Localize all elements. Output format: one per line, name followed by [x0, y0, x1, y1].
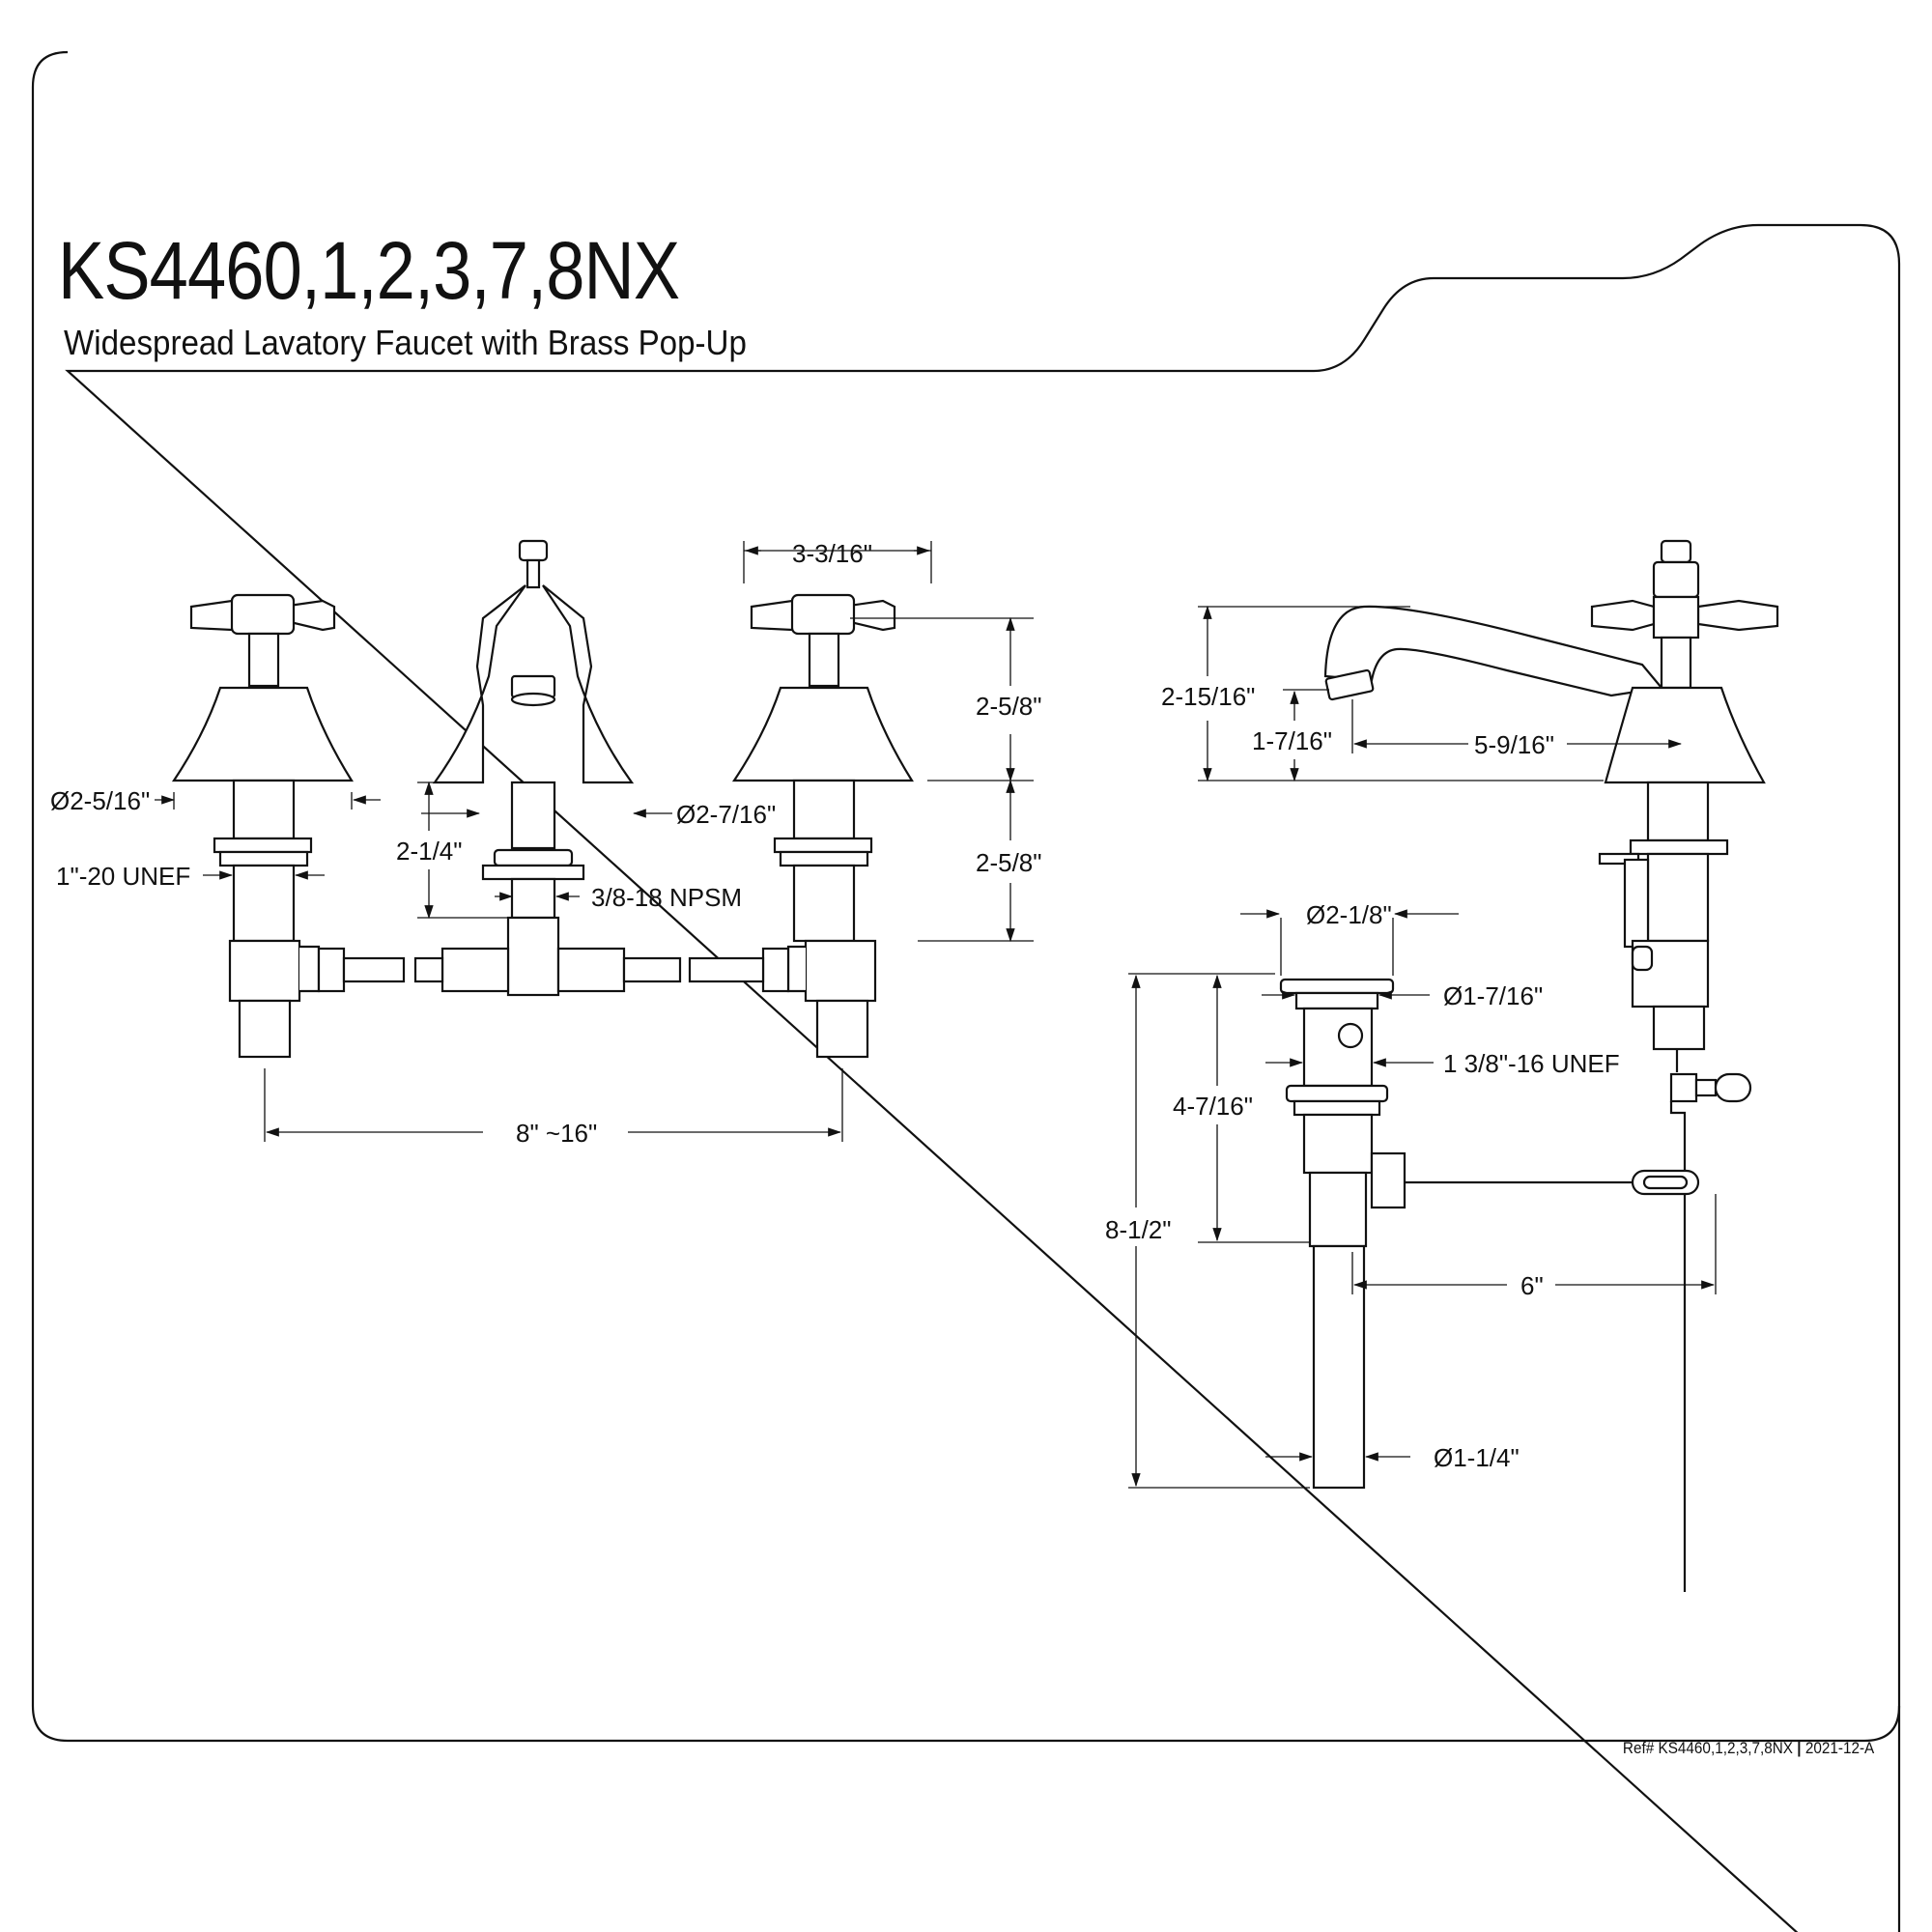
- product-description: Widespread Lavatory Faucet with Brass Po…: [64, 323, 747, 362]
- dim-spout-base-diameter: Ø2-7/16": [676, 800, 776, 829]
- dim-overall-height: 2-15/16": [1161, 682, 1255, 711]
- reference-number: Ref# KS4460,1,2,3,7,8NX: [1622, 1739, 1793, 1757]
- dim-spout-clearance: 1-7/16": [1252, 726, 1332, 755]
- dim-shank-length: 2-5/8": [976, 848, 1042, 877]
- dim-tailpiece-diameter: Ø1-1/4": [1434, 1443, 1520, 1472]
- front-view: 3-3/16" 2-5/8" 2-5/8" Ø2-5/16" 1"-20 UNE…: [50, 539, 1042, 1148]
- dim-lift-rod-reach: 6": [1520, 1271, 1544, 1300]
- dim-handle-thread: 1"-20 UNEF: [56, 862, 190, 891]
- revision-code: 2021-12-A: [1804, 1739, 1874, 1757]
- side-view: 2-15/16" 1-7/16" 5-9/16" Ø2-1/8" Ø1-7/16…: [1105, 539, 1779, 1592]
- reference-footer: Ref# KS4460,1,2,3,7,8NX | 2021-12-A: [1623, 1739, 1874, 1758]
- dim-handle-base-diameter: Ø2-5/16": [50, 786, 150, 815]
- dim-spout-shank-length: 2-1/4": [396, 837, 463, 866]
- dim-handle-height: 2-5/8": [976, 692, 1042, 721]
- dim-drain-thread: 1 3/8"-16 UNEF: [1443, 1049, 1620, 1078]
- dim-drain-total-length: 8-1/2": [1105, 1215, 1172, 1244]
- center-spout: [413, 539, 682, 997]
- right-valve: [688, 593, 914, 1059]
- dim-drain-top-diameter: Ø1-7/16": [1443, 981, 1543, 1010]
- dim-spout-reach: 5-9/16": [1474, 730, 1554, 759]
- model-title: KS4460,1,2,3,7,8NX: [58, 225, 680, 316]
- dim-drain-body-length: 4-7/16": [1173, 1092, 1253, 1121]
- dim-spout-thread: 3/8-18 NPSM: [591, 883, 742, 912]
- dim-flange-diameter: Ø2-1/8": [1306, 900, 1392, 929]
- dim-handle-width: 3-3/16": [792, 539, 872, 568]
- sheet-border: [65, 223, 1901, 1932]
- reference-separator: |: [1796, 1739, 1802, 1757]
- dim-spread: 8" ~16": [516, 1119, 597, 1148]
- left-valve: [171, 593, 406, 1059]
